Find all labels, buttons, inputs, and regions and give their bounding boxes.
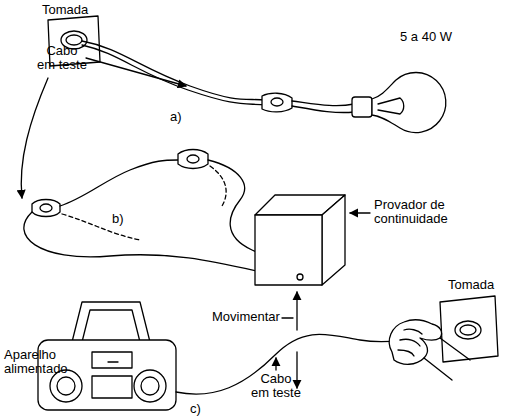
callout-label: Cabo em teste (250, 372, 302, 400)
socket (455, 321, 481, 339)
connector-hole (187, 155, 199, 163)
callout-label: Provador de continuidade (374, 198, 464, 226)
leader-arrow (86, 58, 186, 86)
plug (460, 325, 476, 335)
cable-connector (262, 93, 292, 112)
cable-wire (82, 45, 266, 105)
lamp-bulb (372, 73, 446, 133)
radio-speaker (141, 377, 159, 395)
callout-label: Tomada (42, 3, 102, 17)
callout-label: c) (190, 402, 220, 416)
cable-wire (82, 41, 266, 100)
lamp-filament (378, 98, 404, 114)
hand-detail (398, 329, 470, 380)
move-arrow (296, 292, 297, 330)
tester-jack (297, 274, 303, 280)
cable-connector (32, 200, 60, 217)
leader-arrow (21, 78, 48, 198)
radio-speaker (57, 377, 75, 395)
tester-front (255, 215, 322, 285)
lamp-socket (352, 97, 372, 117)
radio-deck (92, 376, 132, 398)
callout-label: Tomada (448, 278, 508, 292)
leader-line (282, 317, 293, 318)
connector-hole (271, 98, 283, 106)
callout-label: Cabo em teste (36, 44, 88, 72)
callout-label: 5 a 40 W (400, 30, 480, 44)
move-arrow (296, 352, 297, 388)
callout-label: Aparelho alimentado (4, 348, 70, 376)
cable-wire-dashed (62, 214, 140, 240)
wall-plate (440, 296, 498, 362)
cable-wire-dashed (210, 166, 226, 206)
leader-arrow (350, 212, 370, 213)
callout-label: b) (112, 212, 142, 226)
leader-arrow (275, 358, 276, 370)
radio-speaker (134, 370, 166, 402)
cable-wire (292, 106, 354, 113)
tester-side (322, 195, 345, 285)
radio-handle (72, 302, 150, 342)
cable-connector (178, 150, 208, 169)
connector-hole (40, 204, 52, 212)
radio-display (92, 352, 132, 368)
cable-wire (292, 101, 354, 106)
callout-label: a) (170, 110, 200, 124)
cable-wire (60, 160, 178, 206)
callout-label: Movimentar (212, 310, 282, 324)
leader-line (108, 361, 118, 362)
